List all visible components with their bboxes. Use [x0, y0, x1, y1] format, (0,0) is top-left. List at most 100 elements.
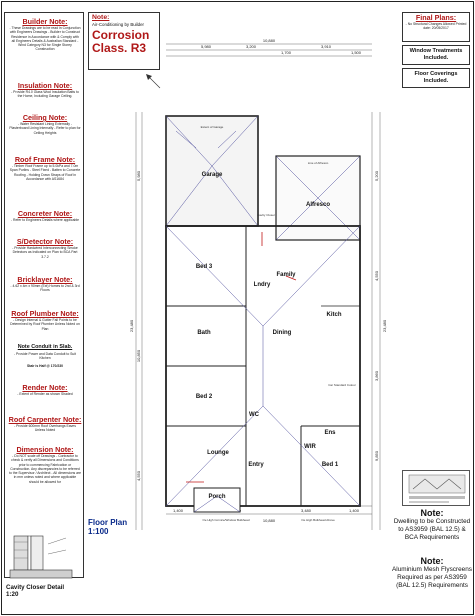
bottom-note-1-title: Note: — [420, 508, 444, 518]
slab — [9, 569, 73, 579]
dim-bottom-3: 3,480 — [301, 508, 312, 513]
room-bath: Bath — [197, 330, 211, 336]
dim-left-3: 4,550 — [136, 470, 141, 481]
room-ens: Ens — [324, 430, 336, 436]
annotation: Line of Alfresco — [308, 161, 329, 165]
stair-note: Stair is Half @ 170/230 — [26, 363, 64, 368]
room-entry: Entry — [248, 462, 264, 468]
dim-left-1: 5,980 — [136, 170, 141, 181]
ceiling-note: Ceiling Note: - Water Resistant Lining E… — [7, 113, 83, 135]
note-body: - 4.62 x 4m x 90mm (Ext) Homes to 2nd & … — [10, 284, 80, 293]
bottom-note-1: Note: Dwelling to be Constructed to AS39… — [392, 508, 472, 541]
garage-walls — [165, 115, 259, 227]
dim-bottom-4: 1,400 — [349, 508, 360, 513]
floor-plan-title: Floor Plan — [88, 518, 128, 527]
note-title: Ceiling Note: — [22, 113, 68, 122]
red-mark — [285, 275, 297, 281]
header-note-title: Note: — [92, 14, 110, 21]
dim-top-4: 3,910 — [321, 44, 332, 49]
note-title: Roof Plumber Note: — [11, 309, 79, 318]
logo-graphic — [408, 474, 466, 503]
window-treatments-text: Window Treatments Included. — [409, 48, 463, 61]
north-arrow-head — [146, 74, 152, 80]
roof-carpenter-note: Roof Carpenter Note: - Provide 600mm Roo… — [7, 415, 83, 433]
header-note-body: Air-Conditioning by Builder — [92, 22, 144, 27]
note-title: Roof Carpenter Note: — [8, 415, 82, 424]
annotation: Oe High Bulkhead Above — [301, 518, 335, 522]
garage-roof-hips — [175, 130, 237, 149]
insulation-note: Insulation Note: - Provide R4.0 Glass Wo… — [7, 81, 83, 99]
annotation: Extent of Garage — [201, 125, 224, 129]
floor-plan-scale: 1:100 — [88, 527, 109, 536]
roof-hip-lines — [165, 225, 361, 507]
final-plans-title: Final Plans: — [415, 13, 457, 22]
roof-frame-note: Roof Frame Note: - Timber Roof Frame up … — [7, 155, 83, 181]
dim-right-1: 5,200 — [374, 170, 379, 181]
logo-mark — [412, 478, 462, 490]
dim-right-2: 4,550 — [374, 270, 379, 281]
roof-plumber-note: Roof Plumber Note: - Design Internal & G… — [7, 309, 83, 331]
dim-bottom-1: 1,400 — [173, 508, 184, 513]
cavity-title-block: Cavity Closer Detail 1:20 — [6, 584, 86, 599]
note-title: Bricklayer Note: — [17, 275, 73, 284]
room-lounge: Lounge — [207, 450, 229, 456]
conduit-note: Note Conduit in Slab. - Provide Power an… — [7, 343, 83, 368]
garage-block — [165, 115, 259, 227]
note-body: - Provide 600mm Roof Overhangs Eaves Unl… — [14, 424, 76, 433]
corrosion-class: Corrosion Class. R3 — [92, 28, 150, 55]
cavity-title: Cavity Closer Detail — [6, 584, 65, 591]
room-garage: Garage — [202, 172, 223, 178]
note-title: Dimension Note: — [16, 445, 74, 454]
note-body: - Provide Hardwired Interconnecting Smok… — [12, 246, 78, 259]
inner-wall — [30, 535, 44, 571]
room-porch: Porch — [208, 494, 225, 500]
window-treatments-box: Window Treatments Included. — [402, 45, 470, 65]
note-body: - Timber Roof Frame up to 5.0kPa and 7.0… — [9, 164, 81, 181]
alfresco-block — [275, 155, 361, 241]
north-arrow — [146, 74, 161, 89]
dimension-note: Dimension Note: - Do NOT scale off Drawi… — [7, 445, 83, 484]
bottom-note-1-body: Dwelling to be Constructed to AS3959 (BA… — [393, 518, 471, 541]
porch-walls — [193, 487, 241, 513]
notes-column: Builder Note: - These Drawings are to be… — [4, 12, 84, 578]
note-body: - Do NOT scale off Drawings - Contractor… — [9, 454, 81, 484]
house-walls — [165, 225, 361, 507]
bottom-note-2: Note: Aluminium Mesh Flyscreens Required… — [392, 556, 472, 589]
dim-top-5: 1,500 — [351, 50, 362, 55]
final-plans-body: - No Structural Changes Allowed Printed … — [405, 22, 467, 31]
dim-top-2: 3,200 — [246, 44, 257, 49]
dim-bottom-overall: 10,880 — [263, 518, 276, 523]
render-note: Render Note: - Extent of Render as shown… — [7, 383, 83, 396]
concreter-note: Concreter Note: - Refer to Engineers Det… — [7, 209, 83, 222]
floor-coverings-text: Floor Coverings Included. — [414, 71, 458, 84]
smoke-detector-note: S/Detector Note: - Provide Hardwired Int… — [7, 237, 83, 259]
annotation: Car Standard Colour — [328, 383, 356, 387]
annotation: Oe High Cornice/Window Bulkhead — [202, 518, 249, 522]
dim-right-3: 3,860 — [374, 370, 379, 381]
room-family: Family — [276, 272, 296, 278]
annotation: Cavity Closer — [257, 213, 275, 217]
porch-roof — [193, 495, 241, 513]
note-body: - These Drawings are to be read in Conju… — [9, 26, 81, 52]
leader-lines — [47, 537, 67, 555]
note-body: - Extent of Render as shown Shaded — [17, 392, 73, 396]
note-title: Builder Note: — [22, 17, 68, 26]
garage-roof-lines — [165, 115, 259, 227]
note-body: - Provide R4.0 Glass Wool Insulation Bat… — [11, 90, 79, 99]
final-plans-box: Final Plans: - No Structural Changes All… — [402, 12, 470, 42]
bricklayer-note: Bricklayer Note: - 4.62 x 4m x 90mm (Ext… — [7, 275, 83, 293]
note-title: Insulation Note: — [17, 81, 73, 90]
dim-top-3: 1,700 — [281, 50, 292, 55]
brick-courses — [14, 541, 28, 559]
note-title: Roof Frame Note: — [14, 155, 76, 164]
header-note-box: Note: Air-Conditioning by Builder Corros… — [88, 12, 160, 70]
dim-top-1: 5,980 — [201, 44, 212, 49]
floor-coverings-box: Floor Coverings Included. — [402, 68, 470, 88]
note-body: - Refer to Engineers Details where appli… — [10, 218, 80, 222]
note-title: S/Detector Note: — [16, 237, 74, 246]
cavity-closer-detail — [9, 535, 73, 579]
dim-left-2: 10,850 — [136, 349, 141, 362]
dim-right-4: 9,850 — [374, 450, 379, 461]
floor-plan-title-block: Floor Plan 1:100 — [88, 518, 148, 536]
